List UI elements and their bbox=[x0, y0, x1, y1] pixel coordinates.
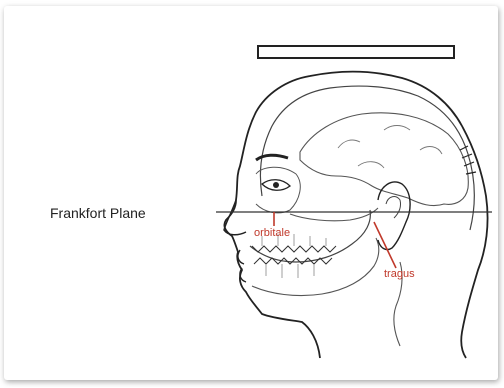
skull-outline bbox=[260, 86, 474, 230]
frankfort-plane-label: Frankfort Plane bbox=[50, 205, 146, 221]
orbitale-label: orbitale bbox=[254, 227, 290, 239]
tooth-roots bbox=[262, 234, 326, 278]
upper-teeth bbox=[252, 246, 336, 252]
eyebrow bbox=[256, 155, 288, 160]
head-rest-bar bbox=[258, 46, 454, 58]
tragus-pointer bbox=[374, 222, 396, 268]
eye-pupil bbox=[273, 182, 279, 188]
mandible-lower bbox=[252, 238, 379, 296]
ear-inner bbox=[386, 197, 401, 218]
tragus-label: tragus bbox=[384, 268, 415, 280]
lower-teeth bbox=[254, 258, 332, 264]
zygomatic-arch bbox=[290, 208, 378, 221]
brain-shape bbox=[300, 113, 468, 206]
brain-fold bbox=[338, 126, 442, 169]
